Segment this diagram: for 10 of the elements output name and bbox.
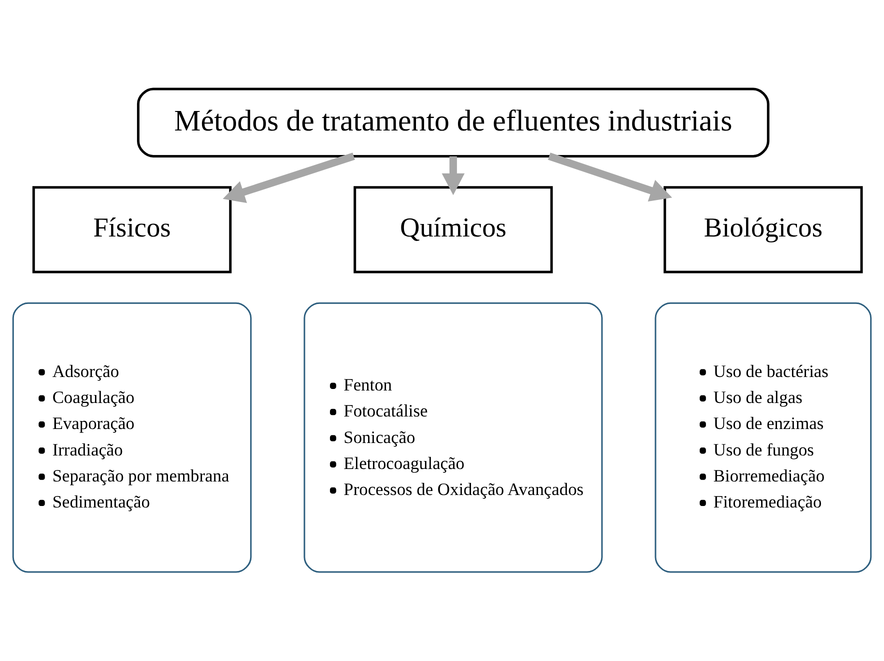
node-box: Uso de bactérias Uso de algas Uso de enzimas Uso de fungos Biorremediação Fitoremediação bbox=[654, 302, 872, 573]
node-box: Adsorção Coagulação Evaporação Irradiação Separação por membrana Sedimentação bbox=[12, 302, 252, 573]
node-box: Métodos de tratamento de efluentes industriais bbox=[136, 88, 770, 158]
arrow bbox=[442, 156, 465, 196]
node-box: Físicos bbox=[32, 186, 232, 274]
node-box: Fenton Fotocatálise Sonicação Eletrocoagulação Processos de Oxidação Avançados bbox=[304, 302, 603, 573]
node-box: Biológicos bbox=[664, 186, 863, 274]
node-box: Químicos bbox=[354, 186, 553, 274]
arrow bbox=[548, 152, 672, 202]
arrow bbox=[222, 152, 355, 203]
